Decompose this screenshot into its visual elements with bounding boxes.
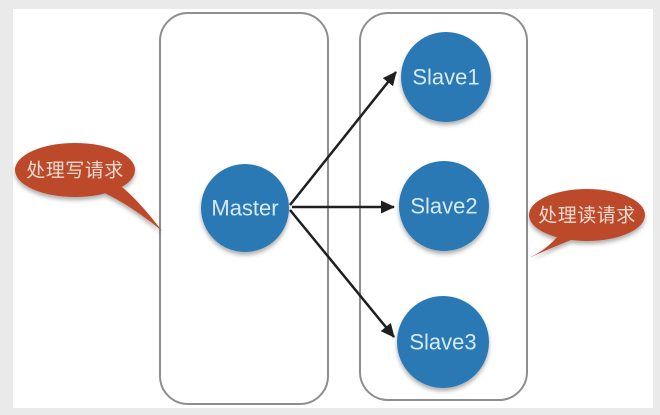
write-callout-label: 处理写请求 (26, 160, 124, 182)
slave3-node (397, 296, 489, 388)
write-callout-bubble (15, 143, 135, 197)
read-callout-tail (529, 236, 576, 258)
slave3-node-label: Slave3 (409, 330, 476, 355)
read-callout-label: 处理读请求 (538, 205, 636, 227)
slave2-node-label: Slave2 (410, 194, 477, 219)
slave1-node (401, 32, 491, 122)
master-node (201, 164, 289, 252)
slave1-node-label: Slave1 (412, 65, 479, 90)
write-callout-tail (96, 184, 162, 231)
slave2-node (399, 161, 489, 251)
master-node-label: Master (211, 196, 278, 221)
read-callout: 处理读请求 (529, 189, 645, 258)
read-callout-bubble (529, 189, 645, 241)
arrow-master-to-slave3 (289, 209, 395, 338)
write-callout: 处理写请求 (15, 143, 162, 231)
arrow-master-to-slave1 (289, 71, 397, 206)
